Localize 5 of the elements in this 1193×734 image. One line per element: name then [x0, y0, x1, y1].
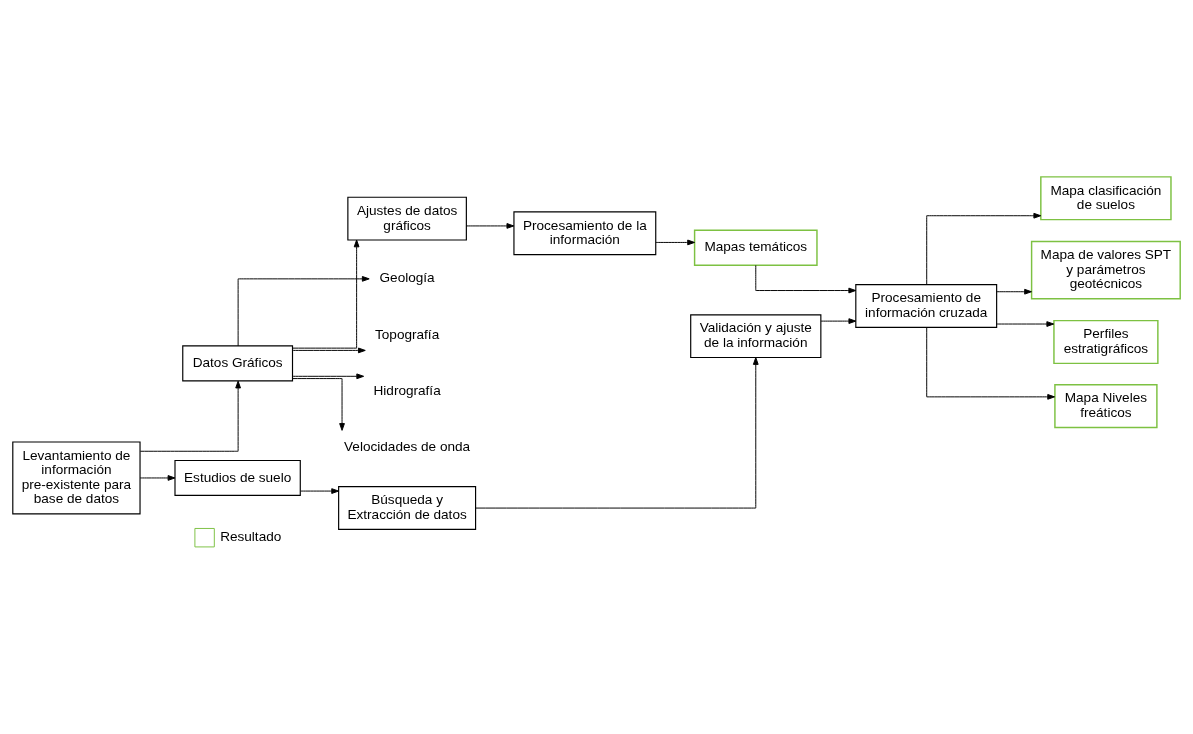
legend-label: Resultado — [220, 529, 282, 545]
node-text: Hidrografía — [373, 383, 441, 399]
node-text: Geología — [379, 270, 435, 286]
node-text: Topografía — [375, 326, 440, 342]
node-text: Velocidades de onda — [344, 439, 471, 455]
